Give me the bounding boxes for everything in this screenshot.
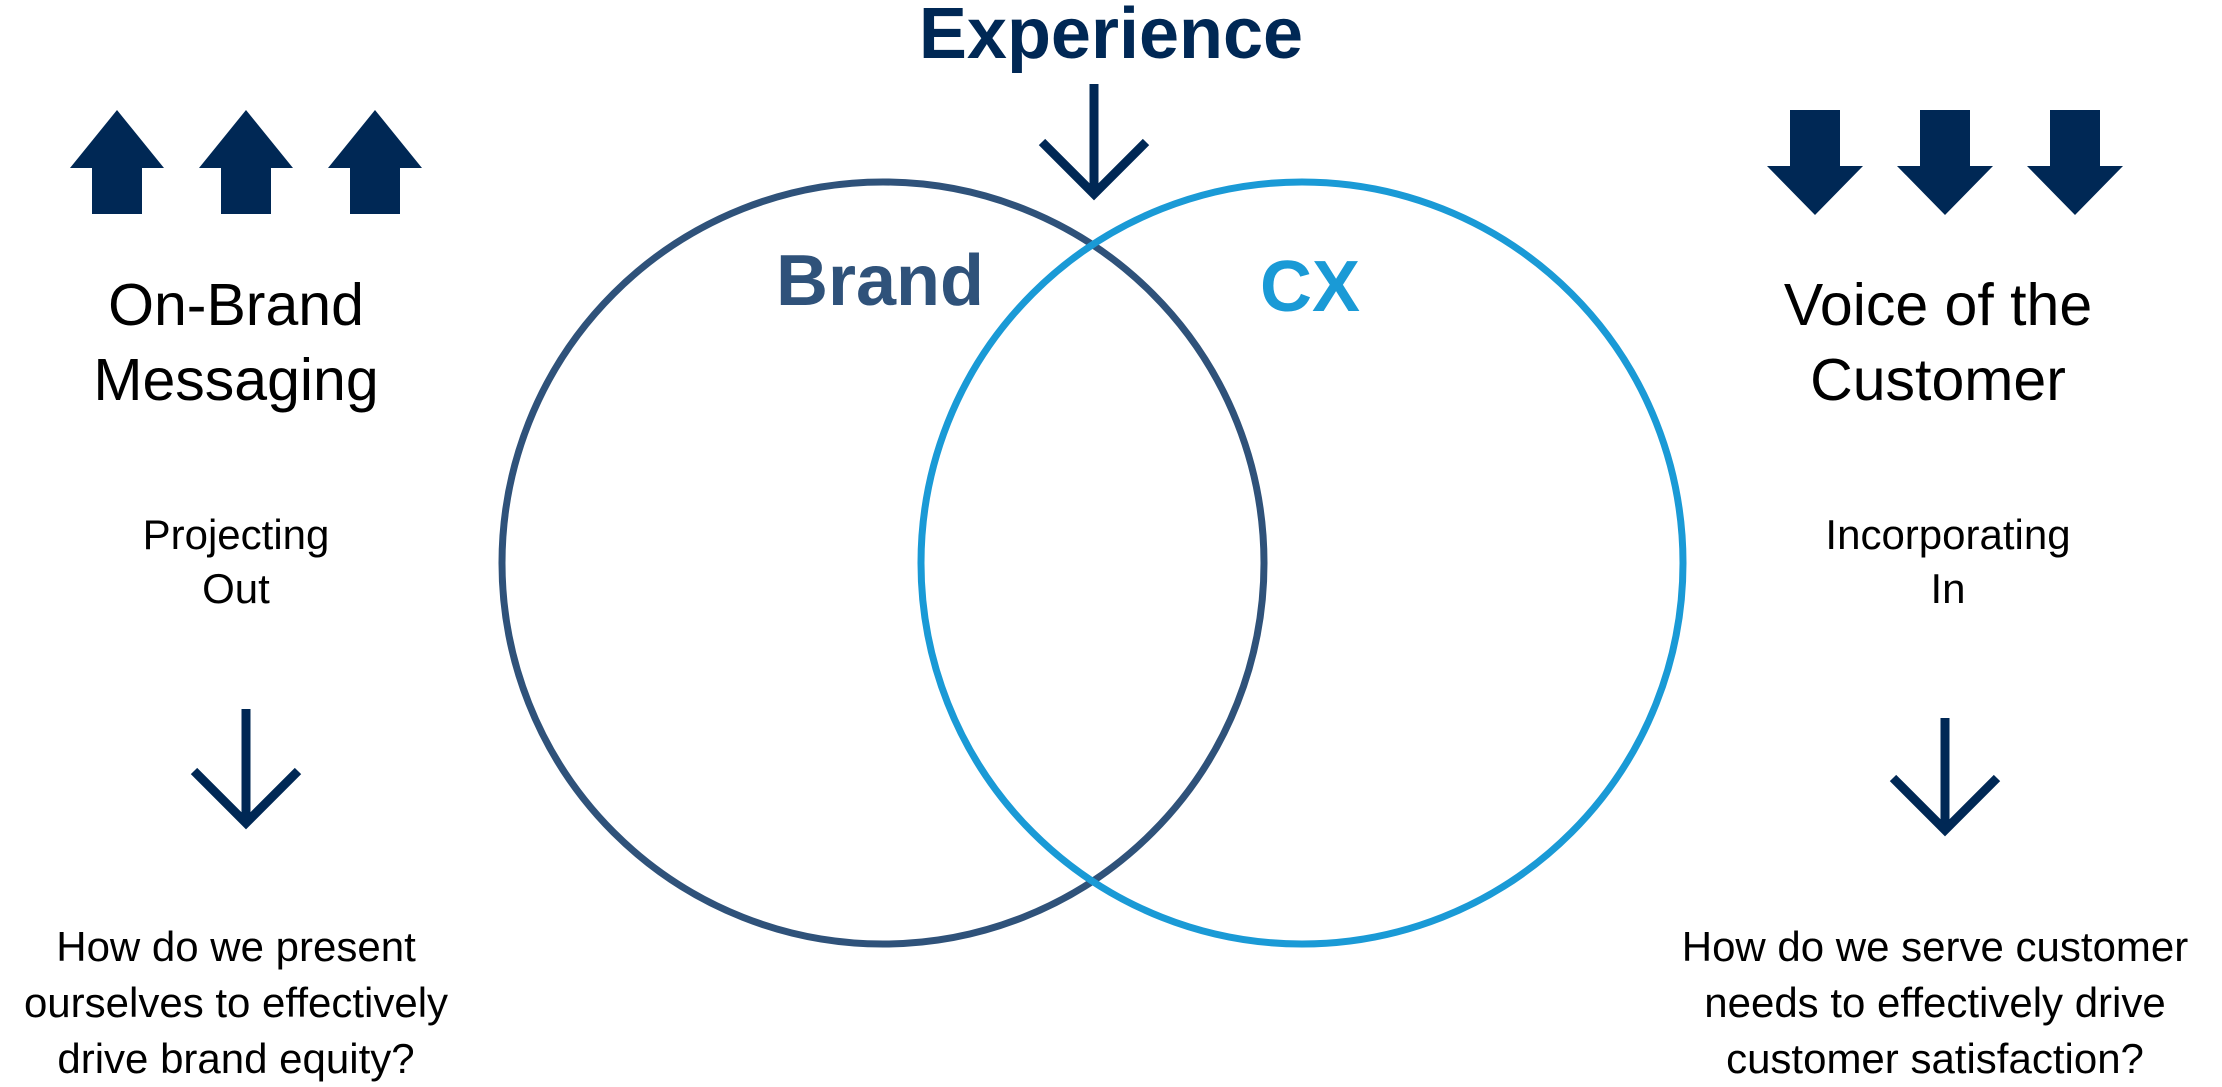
up-arrow-icon	[70, 110, 164, 214]
experience-arrow-icon	[1038, 84, 1150, 201]
right-heading: Voice of the Customer	[1783, 272, 2093, 413]
left-question: How do we present ourselves to effective…	[23, 923, 449, 1082]
up-arrow-icon	[328, 110, 422, 214]
left-heading: On-Brand Messaging	[93, 272, 379, 413]
left-subheading: Projecting Out	[142, 511, 330, 612]
right-subheading: Incorporating In	[1825, 511, 2071, 612]
up-arrow-icon	[199, 110, 293, 214]
cx-circle	[917, 178, 1687, 948]
brand-circle	[498, 178, 1268, 948]
down-arrow-icon	[2027, 110, 2123, 215]
right-arrow-group	[1767, 110, 2123, 215]
down-arrow-icon	[1897, 110, 1993, 215]
down-arrow-icon	[1767, 110, 1863, 215]
right-question: How do we serve customer needs to effect…	[1681, 923, 2189, 1082]
left-down-arrow-icon	[190, 709, 302, 830]
diagram-title: Experience	[918, 0, 1304, 74]
cx-label: CX	[1259, 247, 1361, 327]
brand-label: Brand	[775, 241, 985, 321]
left-arrow-group	[70, 110, 422, 214]
right-down-arrow-icon	[1889, 718, 2001, 837]
